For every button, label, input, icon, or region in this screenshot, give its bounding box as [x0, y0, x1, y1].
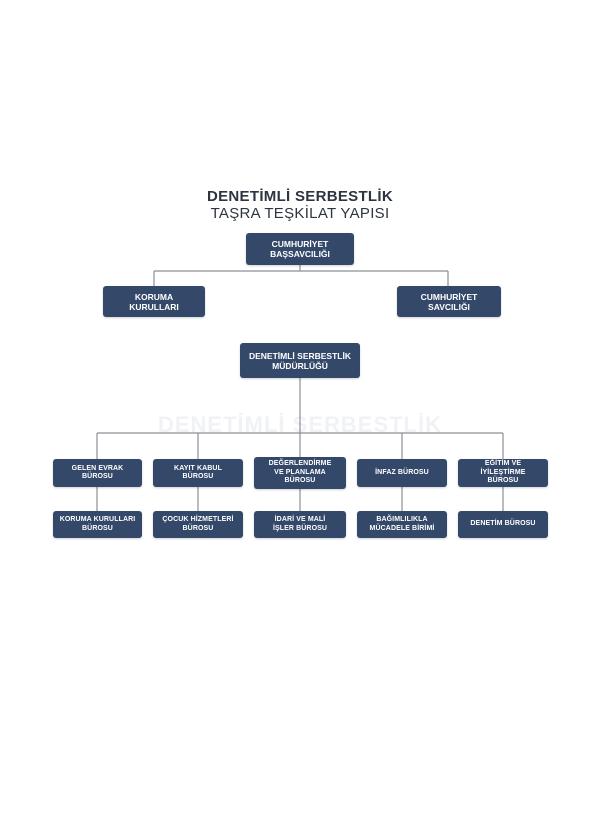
node-cocuk-hizmetleri: ÇOCUK HİZMETLERİ BÜROSU [153, 511, 243, 538]
node-bassavcilik: CUMHURİYET BAŞSAVCILIĞI [246, 233, 354, 265]
node-infaz: İNFAZ BÜROSU [357, 459, 447, 487]
node-idari-mali: İDARİ VE MALİ İŞLER BÜROSU [254, 511, 346, 538]
node-mudurluk: DENETİMLİ SERBESTLİK MÜDÜRLÜĞÜ [240, 343, 360, 378]
node-koruma-kurullari: KORUMA KURULLARI [103, 286, 205, 317]
chart-title: DENETİMLİ SERBESTLİK TAŞRA TEŞKİLAT YAPI… [0, 188, 600, 223]
node-bagimlilikla-mucadele: BAĞIMLILIKLA MÜCADELE BİRİMİ [357, 511, 447, 538]
node-koruma-kurullari-burosu: KORUMA KURULLARI BÜROSU [53, 511, 142, 538]
title-main: DENETİMLİ SERBESTLİK [206, 188, 393, 205]
node-egitim-iyilestirme: EĞİTİM VE İYİLEŞTİRME BÜROSU [458, 459, 548, 487]
node-degerlendirme: DEĞERLENDİRME VE PLANLAMA BÜROSU [254, 457, 346, 489]
title-subtitle: TAŞRA TEŞKİLAT YAPISI [210, 205, 390, 222]
node-kayit-kabul: KAYIT KABUL BÜROSU [153, 459, 243, 487]
node-denetim: DENETİM BÜROSU [458, 511, 548, 538]
node-gelen-evrak: GELEN EVRAK BÜROSU [53, 459, 142, 487]
node-savcilik: CUMHURİYET SAVCILIĞI [397, 286, 501, 317]
